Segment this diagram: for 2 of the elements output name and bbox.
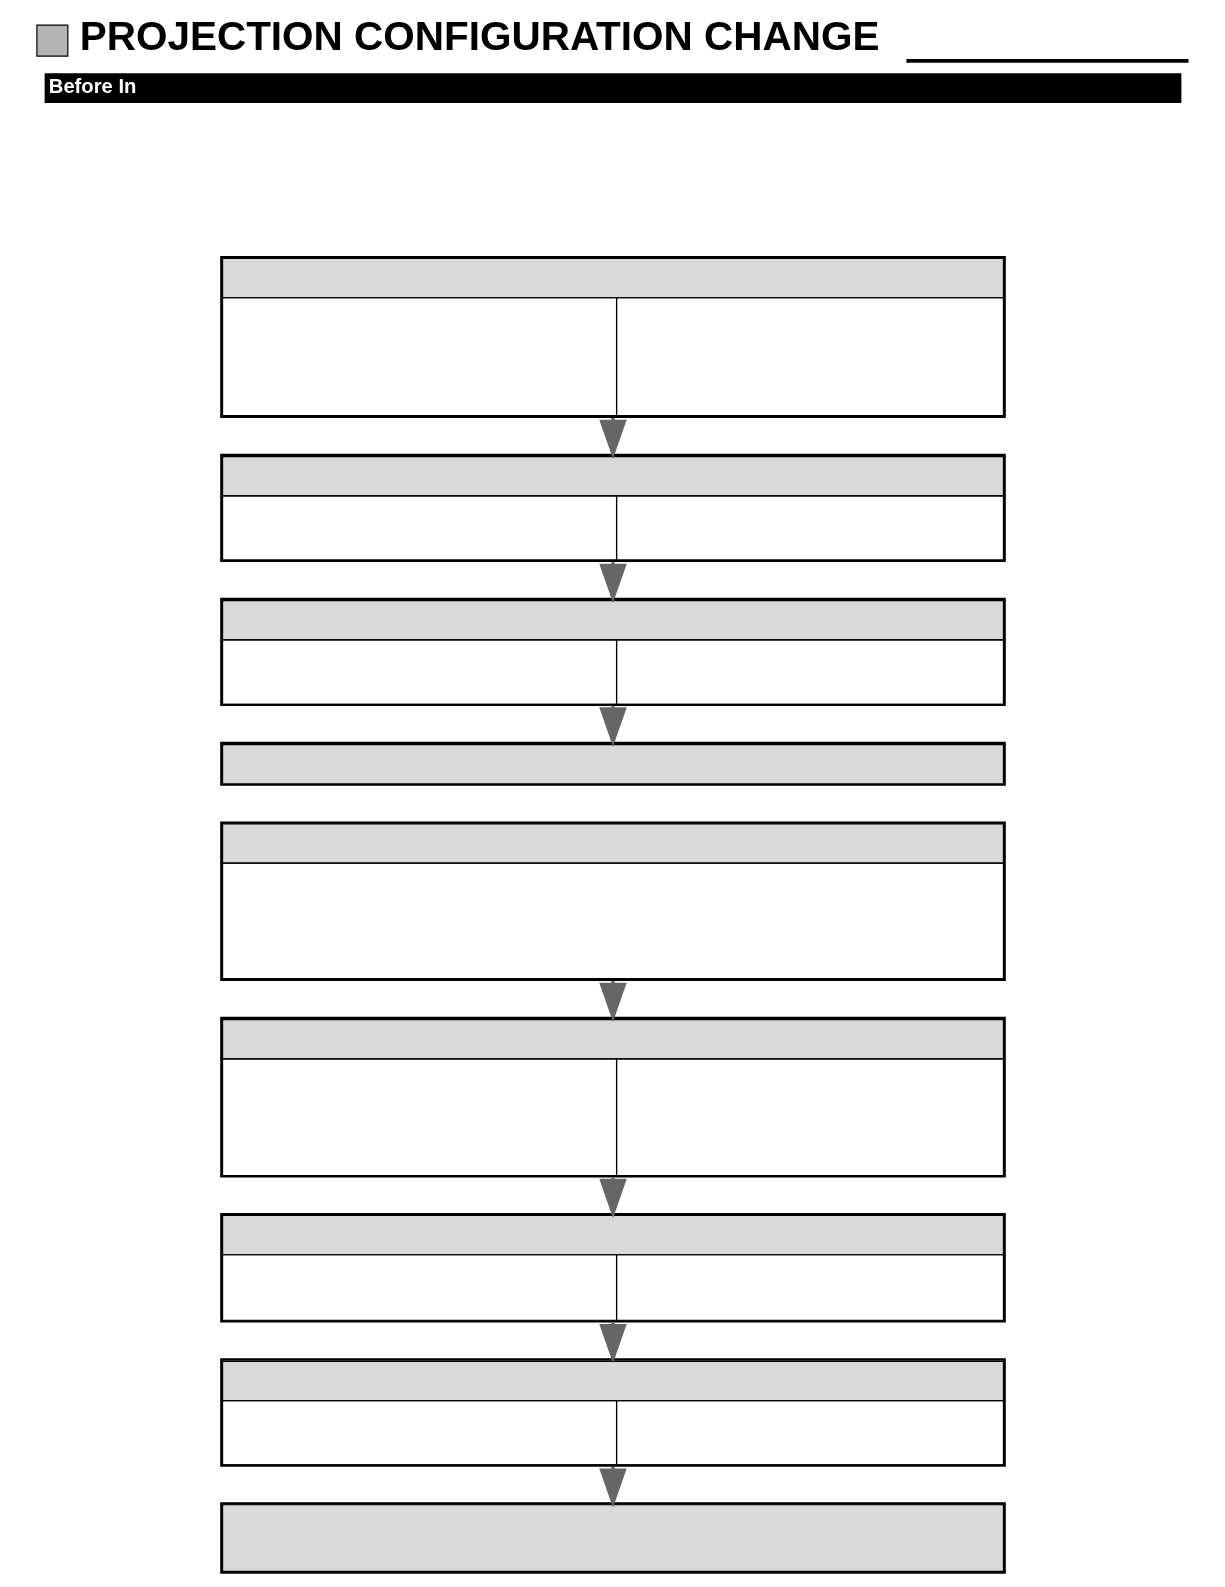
diagram-title: PROJECTION CONFIGURATION CHANGE: [79, 12, 879, 59]
label: Before In: [48, 74, 136, 97]
